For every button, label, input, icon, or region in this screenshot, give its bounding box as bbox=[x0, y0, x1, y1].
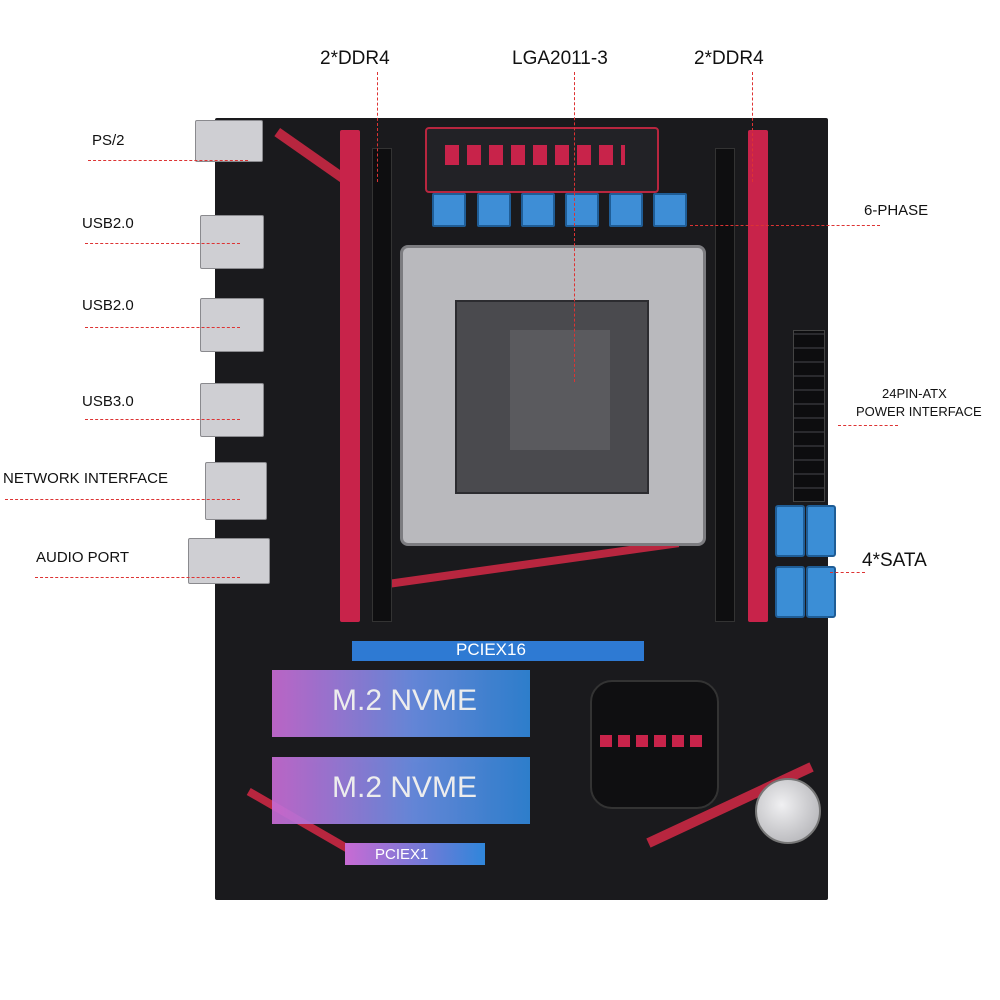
label-usb3: USB3.0 bbox=[82, 393, 134, 410]
leader-sata bbox=[830, 572, 865, 573]
label-atx-line1: 24PIN-ATX bbox=[882, 386, 947, 401]
pciex1-label: PCIEX1 bbox=[375, 846, 429, 863]
chipset-logo bbox=[600, 735, 705, 747]
label-sata: 4*SATA bbox=[862, 550, 927, 571]
label-ps2: PS/2 bbox=[92, 132, 125, 149]
heatsink-logo bbox=[445, 145, 625, 165]
leader-ddr4-right bbox=[752, 72, 753, 182]
leader-atx bbox=[838, 425, 898, 426]
vrm-choke bbox=[477, 193, 511, 227]
ram-slot-right-1 bbox=[715, 148, 735, 622]
usb2-port-a bbox=[200, 215, 264, 269]
vrm-choke bbox=[521, 193, 555, 227]
leader-ps2 bbox=[88, 160, 248, 161]
usb2-port-b bbox=[200, 298, 264, 352]
label-audio: AUDIO PORT bbox=[36, 549, 130, 566]
label-network: NETWORK INTERFACE bbox=[3, 470, 169, 487]
leader-network bbox=[5, 499, 240, 500]
atx-connector bbox=[793, 330, 825, 502]
vrm-choke bbox=[609, 193, 643, 227]
leader-audio bbox=[35, 577, 240, 578]
m2-slot-2: M.2 NVME bbox=[272, 757, 530, 824]
m2-slot-2-label: M.2 NVME bbox=[332, 771, 478, 804]
ram-slot-right-2 bbox=[748, 130, 768, 622]
ps2-port bbox=[195, 120, 263, 162]
vrm-choke bbox=[432, 193, 466, 227]
sata-port-1 bbox=[775, 505, 805, 557]
vrm-choke bbox=[653, 193, 687, 227]
ram-slot-left-1 bbox=[340, 130, 360, 622]
label-ddr4-right: 2*DDR4 bbox=[694, 48, 764, 69]
label-usb2-a: USB2.0 bbox=[82, 215, 134, 232]
label-ddr4-left: 2*DDR4 bbox=[320, 48, 390, 69]
leader-usb2-a bbox=[85, 243, 240, 244]
usb3-port bbox=[200, 383, 264, 437]
leader-phase bbox=[690, 225, 880, 226]
label-phase: 6-PHASE bbox=[864, 202, 929, 219]
sata-port-4 bbox=[806, 566, 836, 618]
ram-slot-left-2 bbox=[372, 148, 392, 622]
audio-port bbox=[188, 538, 270, 584]
cpu-socket-center bbox=[510, 330, 610, 450]
sata-port-3 bbox=[775, 566, 805, 618]
m2-slot-1-label: M.2 NVME bbox=[332, 684, 478, 717]
m2-slot-1: M.2 NVME bbox=[272, 670, 530, 737]
label-usb2-b: USB2.0 bbox=[82, 297, 134, 314]
label-atx-line2: POWER INTERFACE bbox=[856, 404, 982, 419]
leader-ddr4-left bbox=[377, 72, 378, 182]
pciex16-slot bbox=[352, 641, 644, 661]
pciex16-label: PCIEX16 bbox=[456, 640, 526, 659]
leader-usb3 bbox=[85, 419, 240, 420]
network-port bbox=[205, 462, 267, 520]
sata-port-2 bbox=[806, 505, 836, 557]
label-socket: LGA2011-3 bbox=[512, 48, 608, 69]
leader-socket bbox=[574, 72, 575, 382]
vrm-choke bbox=[565, 193, 599, 227]
leader-usb2-b bbox=[85, 327, 240, 328]
cmos-battery bbox=[755, 778, 821, 844]
pciex1-slot bbox=[345, 843, 485, 865]
